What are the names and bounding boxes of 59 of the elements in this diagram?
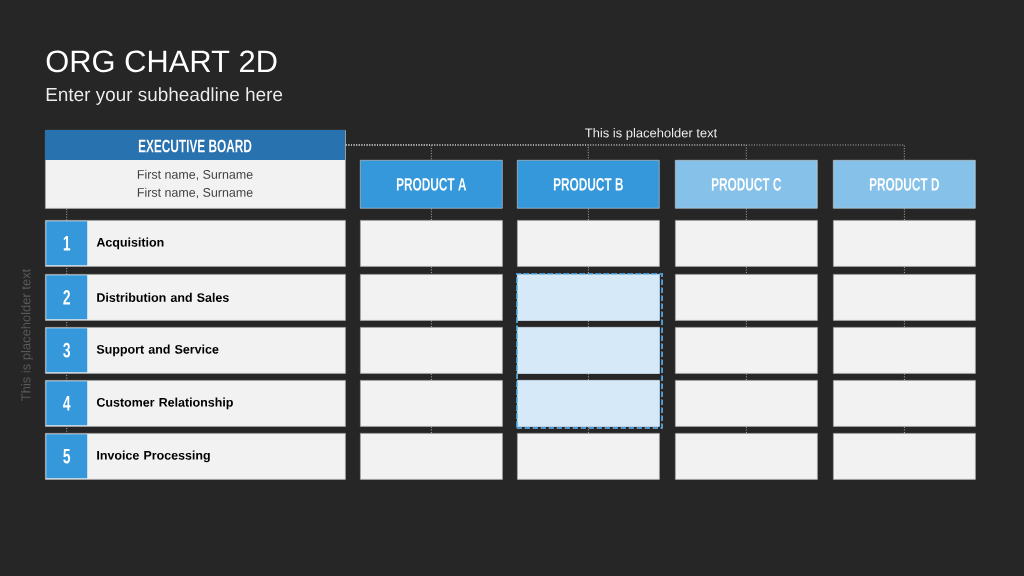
dotted-connector xyxy=(430,320,432,328)
dotted-connector xyxy=(745,320,747,328)
empty-cell xyxy=(517,220,660,267)
heading-text: This is placeholder text xyxy=(585,127,718,141)
dotted-connector xyxy=(587,208,589,221)
empty-cell xyxy=(360,220,503,267)
dotted-connector xyxy=(430,426,432,434)
number-box: 4 xyxy=(46,381,88,426)
dotted-connector xyxy=(587,266,589,275)
dotted-connector xyxy=(430,266,432,275)
number-box: 5 xyxy=(46,434,88,479)
empty-cell xyxy=(360,380,503,427)
empty-cell xyxy=(833,327,976,374)
empty-cell xyxy=(360,327,503,374)
dotted-connector xyxy=(587,320,589,328)
dotted-connector xyxy=(903,208,905,221)
dotted-connector xyxy=(903,373,905,381)
empty-cell xyxy=(675,274,818,321)
dotted-connector xyxy=(745,208,747,221)
name-text: First name, Surname xyxy=(137,187,253,199)
title: ORG CHART 2D xyxy=(46,50,277,73)
product-box: PRODUCT A xyxy=(360,160,503,209)
header-band: EXECUTIVE BOARD xyxy=(45,130,345,160)
empty-cell xyxy=(833,380,976,427)
dotted-connector xyxy=(587,426,589,434)
highlighted-cell xyxy=(517,380,660,427)
highlighted-cell xyxy=(517,327,660,374)
number-box: 1 xyxy=(46,221,88,266)
empty-cell xyxy=(517,433,660,480)
product-box: PRODUCT C xyxy=(675,160,818,209)
dotted-connector xyxy=(430,373,432,381)
dotted-connector xyxy=(745,266,747,275)
dotted-connector xyxy=(903,266,905,275)
dotted-connector xyxy=(903,426,905,434)
empty-cell xyxy=(833,433,976,480)
dotted-connector xyxy=(66,264,68,276)
number-box: 2 xyxy=(46,275,88,320)
name-text: First name, Surname xyxy=(137,169,253,181)
empty-cell xyxy=(675,433,818,480)
dotted-connector xyxy=(745,426,747,434)
dotted-connector xyxy=(430,208,432,221)
subtitle: Enter your subheadline here xyxy=(46,87,283,105)
empty-cell xyxy=(833,274,976,321)
dotted-connector xyxy=(745,373,747,381)
number-box: 3 xyxy=(46,328,88,373)
highlighted-cell xyxy=(517,274,660,321)
dotted-connector xyxy=(66,208,68,222)
dotted-connector xyxy=(587,373,589,381)
dotted-connector xyxy=(903,320,905,328)
empty-cell xyxy=(675,380,818,427)
dashed-frame xyxy=(516,273,663,429)
product-box: PRODUCT B xyxy=(517,160,660,209)
product-box: PRODUCT D xyxy=(833,160,976,209)
empty-cell xyxy=(833,220,976,267)
empty-cell xyxy=(360,433,503,480)
empty-cell xyxy=(360,274,503,321)
empty-cell xyxy=(675,327,818,374)
empty-cell xyxy=(675,220,818,267)
dotted-connector xyxy=(345,144,905,161)
